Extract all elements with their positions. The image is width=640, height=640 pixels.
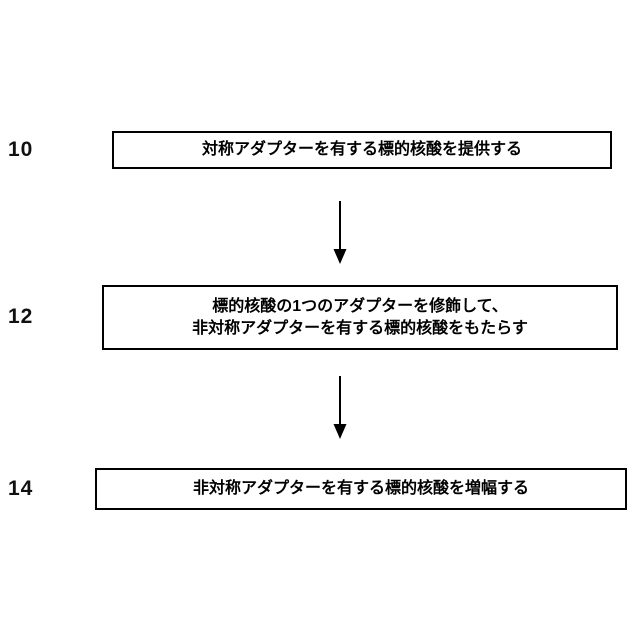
arrow-head (333, 424, 347, 439)
step-10-reference-number: 10 (8, 138, 34, 161)
arrow-down-icon (333, 201, 347, 264)
arrow-head (333, 249, 347, 264)
step-12-text-line-2: 非対称アダプターを有する標的核酸をもたらす (192, 319, 528, 337)
step-10-box: 対称アダプターを有する標的核酸を提供する (112, 131, 612, 169)
step-12-box: 標的核酸の1つのアダプターを修飾して、 非対称アダプターを有する標的核酸をもたら… (102, 285, 618, 350)
step-10-text: 対称アダプターを有する標的核酸を提供する (201, 141, 522, 158)
step-12-reference-number: 12 (8, 305, 34, 328)
step-14-reference-number: 14 (8, 477, 34, 500)
step-12-text-line-1: 標的核酸の1つのアダプターを修飾して、 (212, 297, 508, 315)
step-14-box: 非対称アダプターを有する標的核酸を増幅する (95, 468, 627, 510)
step-14-text: 非対称アダプターを有する標的核酸を増幅する (192, 480, 529, 497)
arrow-down-icon (333, 376, 347, 439)
